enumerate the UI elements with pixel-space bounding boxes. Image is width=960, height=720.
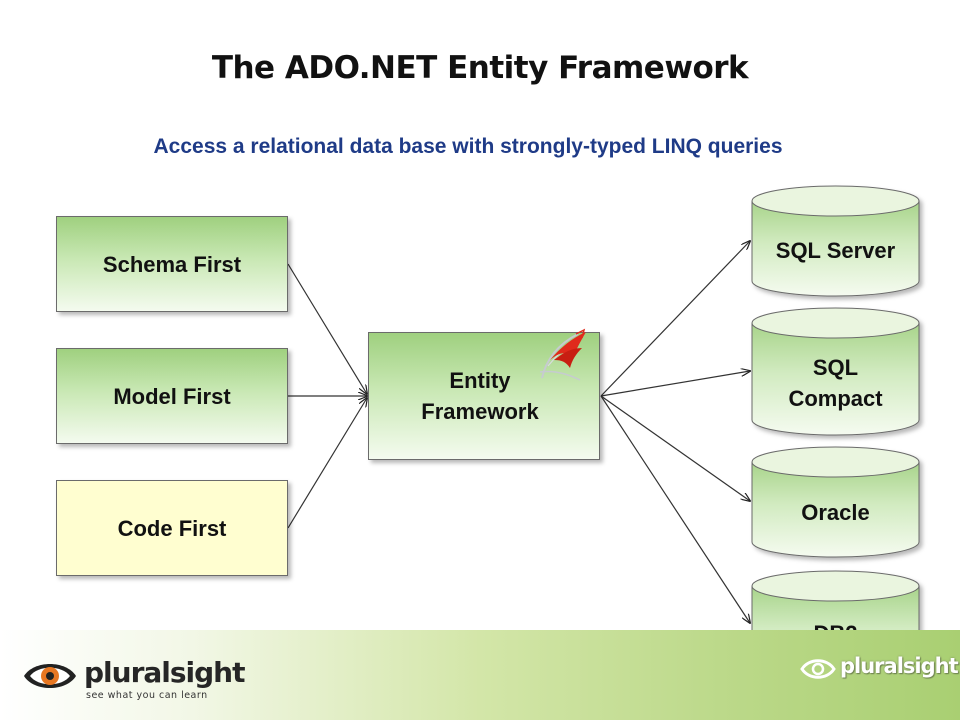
arrow-ef-to-oracle [600, 395, 750, 501]
entity-framework-label-line1: Entity [449, 368, 511, 393]
approach-box-schema-first: Schema First [56, 216, 288, 312]
logo-wordmark: pluralsight [84, 656, 245, 689]
db-cylinder-sqlserver [751, 185, 920, 297]
db-label-oracle: Oracle [801, 500, 870, 525]
slide-title: The ADO.NET Entity Framework [211, 50, 749, 86]
eye-icon [24, 664, 76, 688]
db-label-sql-server: SQL Server [775, 238, 896, 263]
approach-label-schema-first: Schema First [102, 251, 242, 277]
arrow-code-to-ef [287, 398, 367, 529]
approach-label-model-first: Model First [113, 383, 231, 409]
sql-server-logo-icon [539, 328, 586, 381]
db-cylinder-oracle [751, 446, 920, 558]
approach-label-code-first: Code First [117, 515, 227, 541]
watermark-eye-icon [800, 659, 836, 679]
arrow-schema-to-ef [287, 263, 367, 394]
watermark-wordmark: pluralsight [840, 654, 959, 678]
arrow-ef-to-db2 [600, 395, 750, 623]
db-cylinder-sqlcompact [751, 307, 920, 436]
db-label-sql-compact: SQL Compact [788, 355, 883, 411]
pluralsight-logo: pluralsight see what you can learn [22, 656, 252, 702]
approach-box-code-first: Code First [56, 480, 288, 576]
slide-subtitle: Access a relational data base with stron… [153, 135, 783, 158]
pluralsight-watermark: pluralsight [800, 654, 959, 684]
arrow-ef-to-sqlcompact [600, 371, 750, 397]
footer-band [0, 630, 960, 720]
arrow-ef-to-sqlserver [600, 241, 750, 397]
logo-tagline: see what you can learn [86, 690, 208, 701]
approach-box-model-first: Model First [56, 348, 288, 444]
entity-framework-label-line2: Framework [421, 399, 539, 424]
